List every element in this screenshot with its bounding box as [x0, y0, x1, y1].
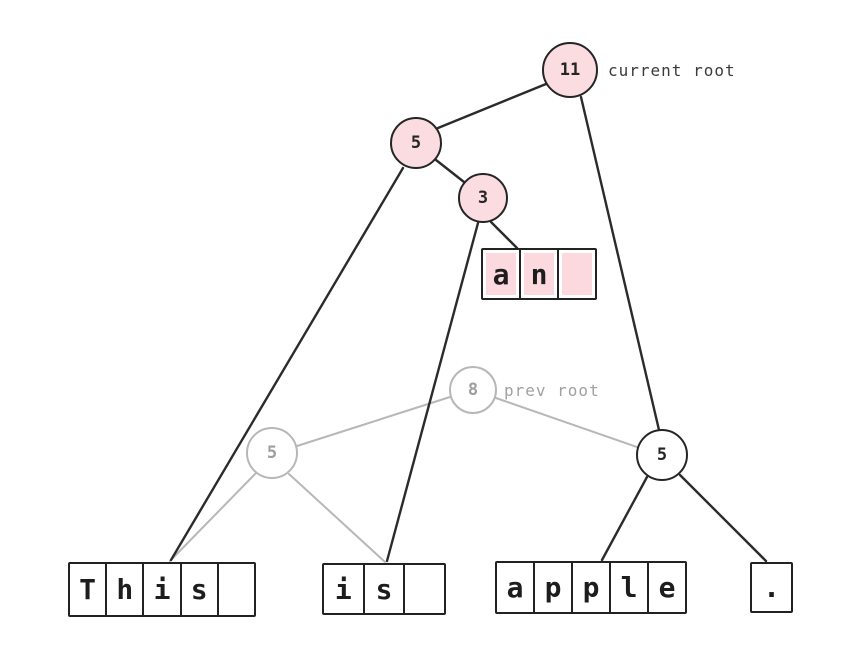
edge-5prev-to-is-leaf — [288, 473, 386, 563]
leaf-cell: i — [144, 564, 182, 615]
leaf-cell: n — [521, 250, 559, 298]
node-current-root-value: 11 — [559, 60, 581, 80]
edge-currentroot-to-5right — [579, 95, 661, 432]
edge-5left-to-3 — [434, 158, 466, 184]
leaf-cell: a — [483, 250, 521, 298]
edge-5right-to-apple-leaf — [600, 475, 649, 562]
edge-5prev-to-this-leaf — [169, 471, 258, 562]
node-current-root: 11 — [542, 42, 598, 98]
edge-3-to-is-leaf — [385, 221, 480, 563]
leaf-cell: s — [365, 565, 406, 613]
prev-root-label: prev root — [504, 381, 600, 400]
node-5-right: 5 — [636, 429, 688, 481]
leaf-cell: . — [763, 571, 780, 604]
node-5-prev-value: 5 — [266, 443, 278, 463]
edge-3-to-an-leaf — [489, 220, 519, 250]
leaf-cell: i — [324, 565, 365, 613]
node-5-prev: 5 — [246, 427, 298, 479]
current-root-label: current root — [608, 61, 736, 80]
leaf-box-is: i s — [322, 563, 446, 615]
edge-5left-to-this-leaf — [169, 166, 405, 562]
leaf-cell: l — [611, 563, 649, 612]
node-prev-root-value: 8 — [467, 380, 479, 400]
edge-prevroot-to-5prev — [296, 396, 451, 447]
node-5-left-value: 5 — [410, 133, 422, 153]
leaf-cell: h — [107, 564, 145, 615]
leaf-cell: p — [535, 563, 573, 612]
leaf-cell: a — [497, 563, 535, 612]
leaf-cell — [219, 564, 254, 615]
leaf-cell — [405, 565, 444, 613]
leaf-box-period: . — [750, 562, 793, 613]
leaf-cell: e — [658, 571, 676, 604]
leaf-cell: T — [70, 564, 108, 615]
leaf-box-apple: a p p l e — [495, 561, 687, 614]
leaf-cell: s — [182, 564, 219, 615]
node-5-left: 5 — [390, 117, 442, 169]
edge-5right-to-period-leaf — [678, 473, 768, 563]
node-5-right-value: 5 — [656, 445, 668, 465]
edge-currentroot-to-5left — [436, 82, 548, 130]
node-prev-root: 8 — [449, 366, 497, 414]
leaf-box-an: a n — [481, 248, 597, 300]
node-3-value: 3 — [477, 188, 489, 208]
node-3: 3 — [458, 173, 508, 223]
edge-prevroot-to-5right — [495, 397, 638, 448]
leaf-cell: p — [573, 563, 611, 612]
leaf-box-this: T h i s — [68, 562, 256, 617]
leaf-cell — [559, 250, 595, 298]
